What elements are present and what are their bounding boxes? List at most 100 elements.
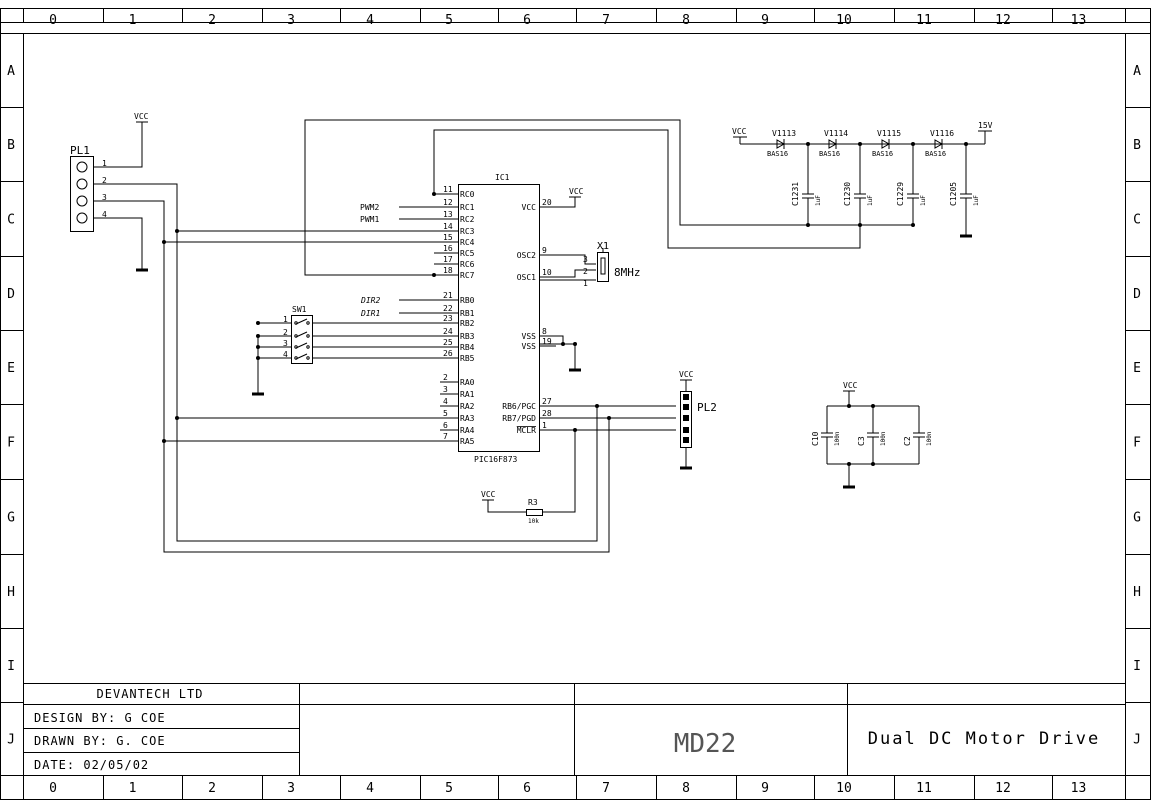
design-by: DESIGN BY: G COE xyxy=(34,711,166,725)
zone-col-bottom-12: 12 xyxy=(995,781,1011,796)
zone-row-left-D: D xyxy=(7,287,15,302)
ic1-pin-25: 25 xyxy=(443,338,453,347)
zone-col-bottom-3: 3 xyxy=(287,781,295,796)
date: DATE: 02/05/02 xyxy=(34,758,149,772)
resistor-r3: VCC R3 10k xyxy=(481,490,543,525)
sw1-pin-3: 3 xyxy=(283,339,288,348)
diode-part: BAS16 xyxy=(925,150,946,158)
zone-row-right-J: J xyxy=(1133,733,1141,748)
svg-text:VCC: VCC xyxy=(679,370,694,379)
ic1-part: PIC16F873 xyxy=(474,455,518,464)
ic1-ref: IC1 xyxy=(495,173,510,182)
zone-col-bottom-10: 10 xyxy=(836,781,852,796)
zone-row-left-F: F xyxy=(7,436,15,451)
ic1-right-pins: 20VCC9OSC210OSC18VSS19VSS27RB6/PGC28RB7/… xyxy=(502,198,556,435)
ic1-pin-12: 12 xyxy=(443,198,453,207)
ic1-pin-name-osc2: OSC2 xyxy=(517,251,536,260)
dir2-label: DIR2 xyxy=(360,296,380,305)
zone-col-bottom-4: 4 xyxy=(366,781,374,796)
ic1-pin-4: 4 xyxy=(443,397,448,406)
pwm2-label: PWM2 xyxy=(360,203,379,212)
ic1-pin-name-ra4: RA4 xyxy=(460,426,475,435)
ic1-pin-name-rb1: RB1 xyxy=(460,309,475,318)
ic1-pin-19: 19 xyxy=(542,337,552,346)
ic1-left-pins: 11RC012RC113RC214RC315RC416RC517RC618RC7… xyxy=(440,185,475,446)
ic1-pin-name-rc2: RC2 xyxy=(460,215,475,224)
zone-col-top-4: 4 xyxy=(366,13,374,28)
cap-value: 1uF xyxy=(815,195,822,206)
ic1-pin-name-osc1: OSC1 xyxy=(517,273,536,282)
cap-ref-c1229: C1229 xyxy=(896,182,905,206)
ic1-pin-11: 11 xyxy=(443,185,453,194)
svg-text:4: 4 xyxy=(102,210,107,219)
ic1-body xyxy=(458,184,540,452)
v15-label: 15V xyxy=(978,121,993,130)
dir1-label: DIR1 xyxy=(360,309,380,318)
ic1-pin-9: 9 xyxy=(542,246,547,255)
zone-col-top-10: 10 xyxy=(836,13,852,28)
zone-col-bottom-9: 9 xyxy=(761,781,769,796)
zone-row-left-C: C xyxy=(7,213,15,228)
zone-row-right-H: H xyxy=(1133,585,1141,600)
zone-row-right-C: C xyxy=(1133,213,1141,228)
ic1-pin-24: 24 xyxy=(443,327,453,336)
ic1-pin-23: 23 xyxy=(443,314,453,323)
zone-row-right-B: B xyxy=(1133,138,1141,153)
part-number: MD22 xyxy=(674,729,737,759)
zone-row-right-E: E xyxy=(1133,361,1141,376)
svg-text:3: 3 xyxy=(583,255,588,264)
zone-row-left-J: J xyxy=(7,733,15,748)
sw1-pin-2: 2 xyxy=(283,328,288,337)
svg-text:R3: R3 xyxy=(528,498,538,507)
ic1-pin-name-rc3: RC3 xyxy=(460,227,475,236)
cap-value: 1uF xyxy=(973,195,980,206)
diode-part: BAS16 xyxy=(872,150,893,158)
sw1-pin-1: 1 xyxy=(283,315,288,324)
ic1-pin-name-mclr: MCLR xyxy=(517,426,536,435)
zone-col-top-1: 1 xyxy=(129,13,137,28)
ic1-pin-13: 13 xyxy=(443,210,453,219)
zone-row-right-F: F xyxy=(1133,436,1141,451)
zone-col-bottom-6: 6 xyxy=(523,781,531,796)
zone-col-bottom-11: 11 xyxy=(916,781,932,796)
ic1-pin-16: 16 xyxy=(443,244,453,253)
ic1-pin-name-rc5: RC5 xyxy=(460,249,475,258)
pl1-wiring: VCC xyxy=(94,112,610,553)
zone-row-left-B: B xyxy=(7,138,15,153)
zone-row-left-A: A xyxy=(7,64,15,79)
diode-ref-v1116: V1116 xyxy=(930,129,954,138)
ic1-pin-1: 1 xyxy=(542,421,547,430)
ic1-pin-17: 17 xyxy=(443,255,453,264)
cap-ref-c1230: C1230 xyxy=(843,182,852,206)
svg-text:1: 1 xyxy=(583,279,588,288)
drawing-description: Dual DC Motor Drive xyxy=(868,729,1100,749)
company-name: DEVANTECH LTD xyxy=(97,687,204,701)
ic1-pin-10: 10 xyxy=(542,268,552,277)
ic1-pin-22: 22 xyxy=(443,304,453,313)
ic1-pin-name-vcc: VCC xyxy=(522,203,537,212)
ic1-pin-5: 5 xyxy=(443,409,448,418)
drawn-by: DRAWN BY: G. COE xyxy=(34,734,166,748)
ic1-pin-name-rc1: RC1 xyxy=(460,203,475,212)
zone-row-right-D: D xyxy=(1133,287,1141,302)
ic1-pin-14: 14 xyxy=(443,222,453,231)
svg-text:10k: 10k xyxy=(528,518,539,525)
svg-text:3: 3 xyxy=(102,193,107,202)
ic1-pin-3: 3 xyxy=(443,385,448,394)
inner-frame xyxy=(23,33,1126,776)
zone-row-left-I: I xyxy=(7,659,15,674)
ic1-pin-8: 8 xyxy=(542,327,547,336)
diode-part: BAS16 xyxy=(767,150,788,158)
zone-col-bottom-7: 7 xyxy=(602,781,610,796)
diode-v1115 xyxy=(881,139,891,149)
ic1-pin-name-ra1: RA1 xyxy=(460,390,475,399)
zone-col-top-3: 3 xyxy=(287,13,295,28)
ic1-pin-20: 20 xyxy=(542,198,552,207)
diode-v1113 xyxy=(776,139,786,149)
ic1-pin-name-ra0: RA0 xyxy=(460,378,475,387)
ic1-pin-21: 21 xyxy=(443,291,453,300)
ic1-pin-name-rc4: RC4 xyxy=(460,238,475,247)
